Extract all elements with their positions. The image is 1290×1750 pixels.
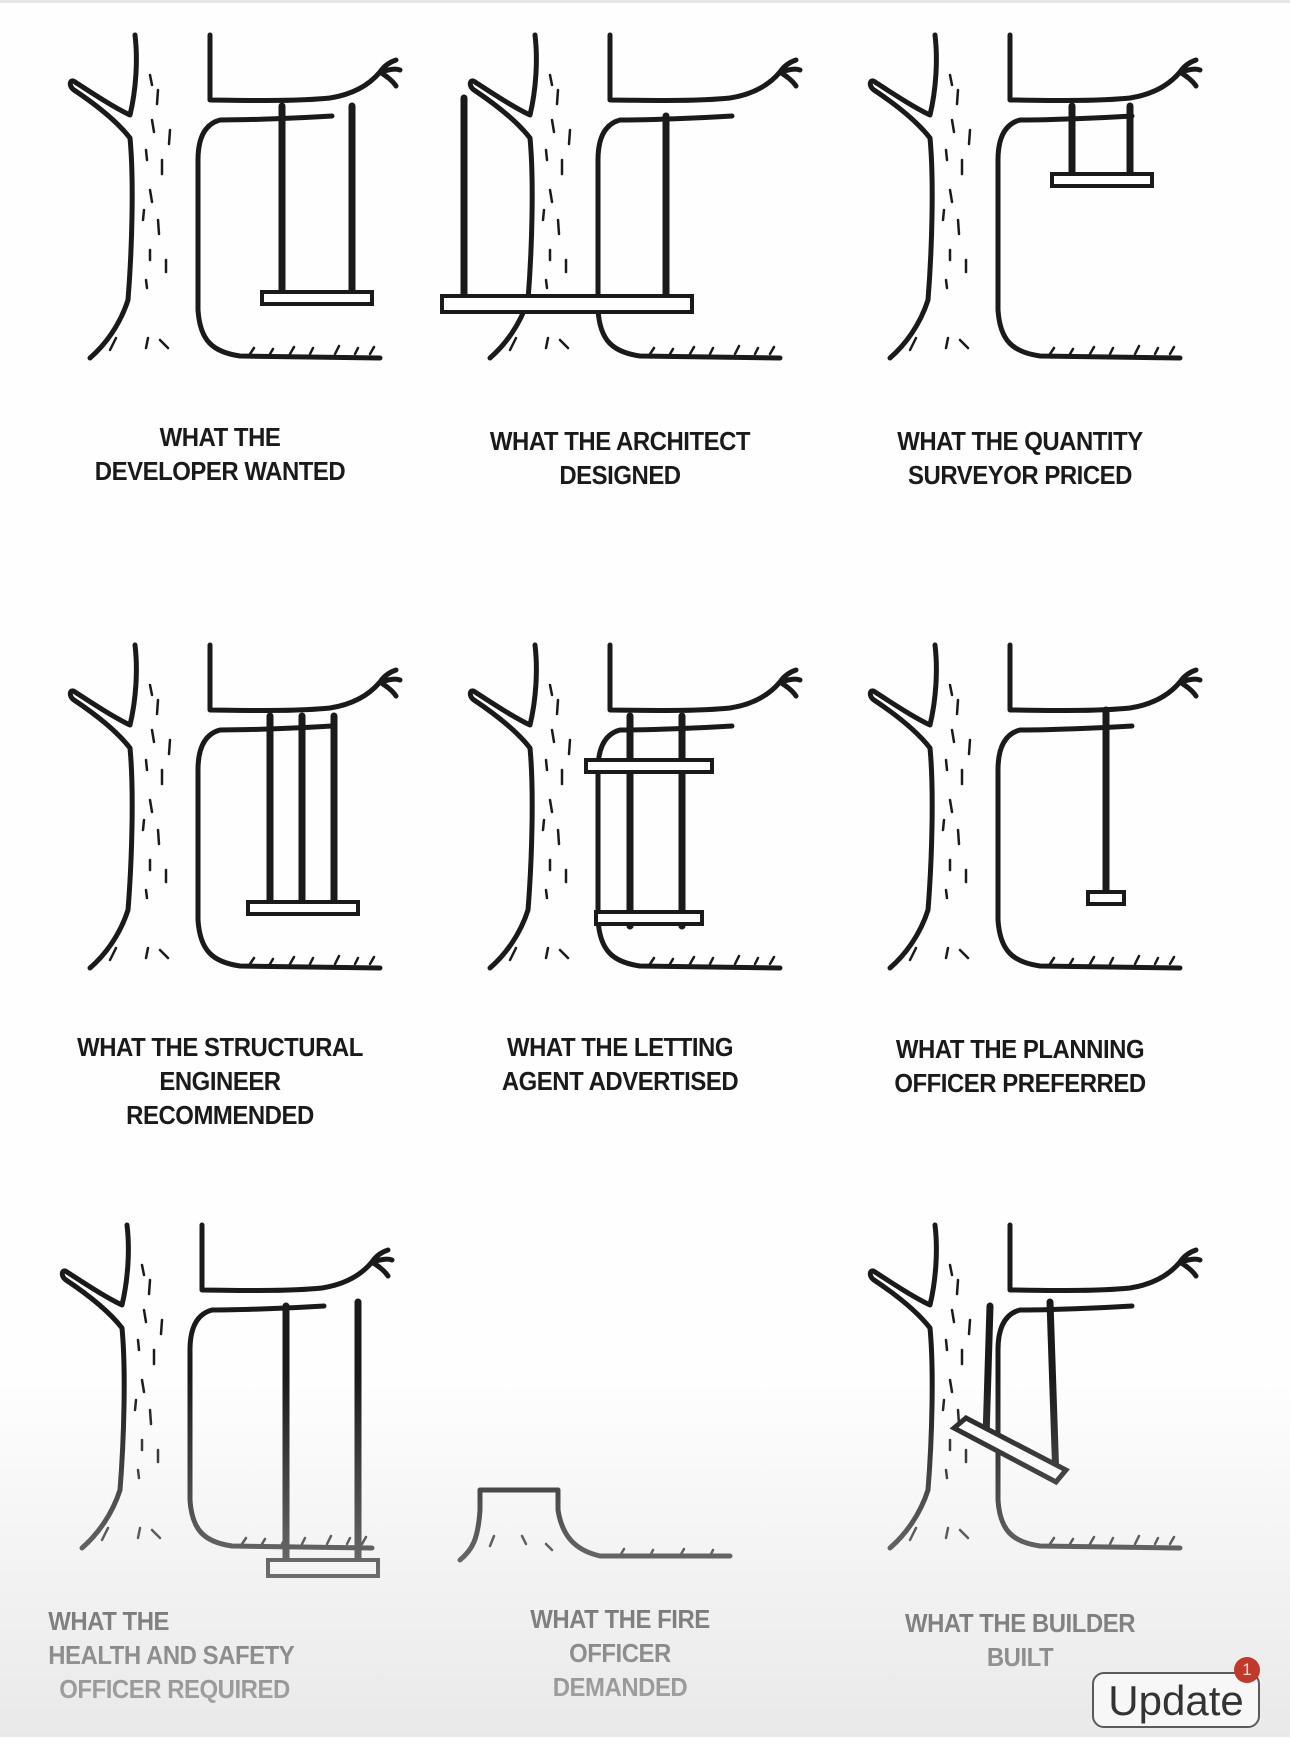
swing-seat <box>1086 890 1126 906</box>
drawing-group <box>867 1222 1203 1551</box>
tree-bark-marks <box>941 1263 972 1480</box>
swing-seat <box>266 1558 380 1578</box>
drawing-group <box>457 1487 733 1563</box>
panel-planning-officer-preferred: WHAT THE PLANNING OFFICER PREFERRED <box>820 630 1220 1170</box>
grass-marks <box>908 1526 1176 1546</box>
grass-marks <box>488 1534 715 1558</box>
grass-marks <box>908 946 1176 966</box>
caption-line: WHAT THE LETTING <box>506 1032 734 1062</box>
tree-outline <box>67 642 403 971</box>
panel-health-and-safety-officer-required: WHAT THE HEALTH AND SAFETY OFFICER REQUI… <box>12 1210 412 1750</box>
caption-line: DEVELOPER WANTED <box>94 456 346 486</box>
drawing-group <box>59 1222 395 1578</box>
grass-marks <box>108 946 376 966</box>
tree-bark-marks <box>941 683 972 900</box>
caption-line: AGENT ADVERTISED <box>501 1066 739 1096</box>
swing-rope <box>982 1302 994 1442</box>
caption: WHAT THE ARCHITECT DESIGNED <box>436 424 804 492</box>
caption-line: DESIGNED <box>559 460 681 490</box>
top-edge <box>0 0 1290 3</box>
swing-seat <box>584 758 714 774</box>
caption: WHAT THE HEALTH AND SAFETY OFFICER REQUI… <box>28 1604 396 1706</box>
caption-line: WHAT THE BUILDER <box>904 1608 1136 1638</box>
swing-seat <box>440 294 694 314</box>
caption: WHAT THE QUANTITY SURVEYOR PRICED <box>836 424 1204 492</box>
caption: WHAT THE PLANNING OFFICER PREFERRED <box>836 1032 1204 1100</box>
caption-line: SURVEYOR PRICED <box>908 460 1132 490</box>
drawing-svg <box>867 642 1203 971</box>
grass-marks <box>508 946 776 966</box>
caption-line: DEMANDED <box>552 1672 688 1702</box>
drawing-group <box>67 642 403 971</box>
tree-outline <box>867 642 1203 971</box>
tree-bark-marks <box>141 683 172 900</box>
tree-bark-marks <box>141 73 172 290</box>
panel-quantity-surveyor-priced: WHAT THE QUANTITY SURVEYOR PRICED <box>820 20 1220 560</box>
tree-bark-marks <box>941 73 972 290</box>
notification-badge: 1 <box>1234 1657 1260 1683</box>
drawing-group <box>67 32 403 361</box>
drawing-svg <box>867 32 1203 361</box>
caption-line: WHAT THE QUANTITY <box>897 426 1143 456</box>
panel-developer-wanted: WHAT THE DEVELOPER WANTED <box>20 20 420 560</box>
caption: WHAT THE BUILDER BUILT <box>836 1606 1204 1674</box>
caption: WHAT THE DEVELOPER WANTED <box>36 420 404 488</box>
drawing-svg <box>457 1487 733 1563</box>
drawing-group <box>467 642 803 971</box>
tree-outline <box>867 32 1203 361</box>
tree-outline <box>67 32 403 361</box>
caption-line: WHAT THE PLANNING <box>895 1034 1145 1064</box>
grass-marks <box>108 336 376 356</box>
grass-marks <box>508 336 776 356</box>
drawing-svg <box>467 642 803 971</box>
drawing-group <box>867 642 1203 971</box>
tree-bark-marks <box>133 1263 164 1480</box>
swing-seat <box>594 910 704 926</box>
swing-seat <box>246 900 360 916</box>
drawing-svg <box>440 32 803 361</box>
tree-outline <box>467 32 803 361</box>
panel-architect-designed: WHAT THE ARCHITECT DESIGNED <box>420 20 820 560</box>
tree-outline <box>867 1222 1203 1551</box>
caption-line: HEALTH AND SAFETY <box>48 1640 295 1670</box>
caption-line: WHAT THE ARCHITECT <box>489 426 751 456</box>
caption-line: WHAT THE FIRE <box>530 1604 710 1634</box>
drawing-group <box>867 32 1203 361</box>
drawing-svg <box>67 32 403 361</box>
tree-stump <box>457 1487 733 1563</box>
caption: WHAT THE FIRE OFFICER DEMANDED <box>436 1602 804 1704</box>
caption-line: WHAT THE STRUCTURAL <box>77 1032 363 1062</box>
drawing-svg <box>67 642 403 971</box>
caption-line: ENGINEER <box>159 1066 281 1096</box>
update-button[interactable]: Update <box>1092 1672 1260 1728</box>
caption-line: WHAT THE <box>159 422 281 452</box>
tree-outline <box>467 642 803 971</box>
tree-bark-marks <box>541 683 572 900</box>
drawing-svg <box>867 1222 1203 1551</box>
panel-builder-built: WHAT THE BUILDER BUILT <box>820 1210 1220 1750</box>
tree-bark-marks <box>541 73 572 290</box>
caption: WHAT THE STRUCTURAL ENGINEER RECOMMENDED <box>36 1030 404 1132</box>
swing-seat <box>260 290 374 306</box>
caption-line: OFFICER REQUIRED <box>59 1674 290 1704</box>
caption-line: OFFICER <box>569 1638 671 1668</box>
drawing-svg <box>59 1222 395 1578</box>
panel-structural-engineer-recommended: WHAT THE STRUCTURAL ENGINEER RECOMMENDED <box>20 630 420 1170</box>
caption: WHAT THE LETTING AGENT ADVERTISED <box>436 1030 804 1098</box>
panel-letting-agent-advertised: WHAT THE LETTING AGENT ADVERTISED <box>420 630 820 1170</box>
caption-line: OFFICER PREFERRED <box>894 1068 1146 1098</box>
tree-outline <box>59 1222 395 1551</box>
drawing-group <box>440 32 803 361</box>
swing-seat <box>1050 172 1154 188</box>
grass-marks <box>908 336 1176 356</box>
grass-marks <box>100 1526 368 1546</box>
caption-line: WHAT THE <box>48 1606 170 1636</box>
swing-rope <box>1046 1298 1060 1484</box>
swing-seat-tilted <box>949 1415 1070 1486</box>
caption-line: BUILT <box>986 1642 1054 1672</box>
panel-fire-officer-demanded: WHAT THE FIRE OFFICER DEMANDED <box>420 1210 820 1750</box>
caption-line: RECOMMENDED <box>126 1100 314 1130</box>
